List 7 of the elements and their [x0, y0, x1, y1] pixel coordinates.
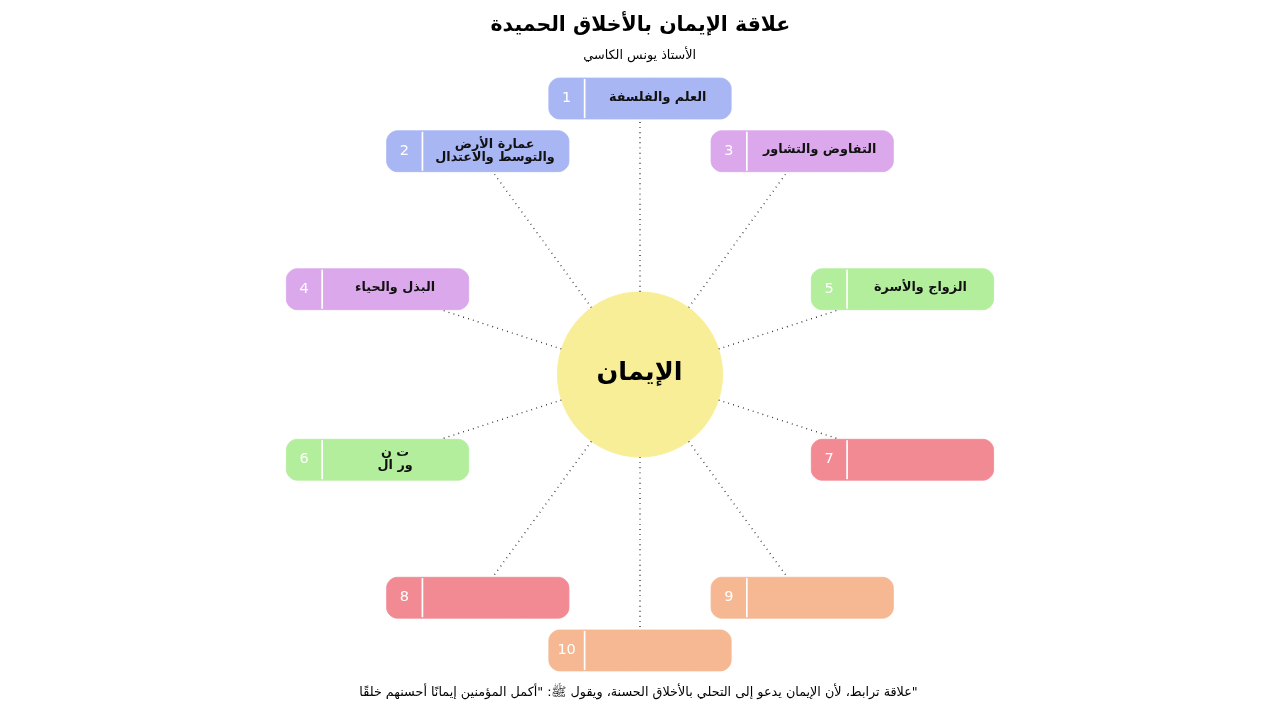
connector	[688, 440, 788, 578]
diagram-title: علاقة الإيمان بالأخلاق الحميدة	[490, 11, 791, 36]
connector	[492, 440, 592, 578]
connector	[492, 171, 592, 309]
label: الأستاذ يونس الكاسي	[583, 46, 697, 62]
caption: علاقة ترابط، لأن الإيمان يدعو إلى التحلي بالأخلاق الحسنة، ويقول ﷺ: "أكمل المؤمنين إيمانًا أحسنهم خلقًا"	[359, 684, 918, 700]
node-circle: الإيمان	[556, 291, 724, 458]
